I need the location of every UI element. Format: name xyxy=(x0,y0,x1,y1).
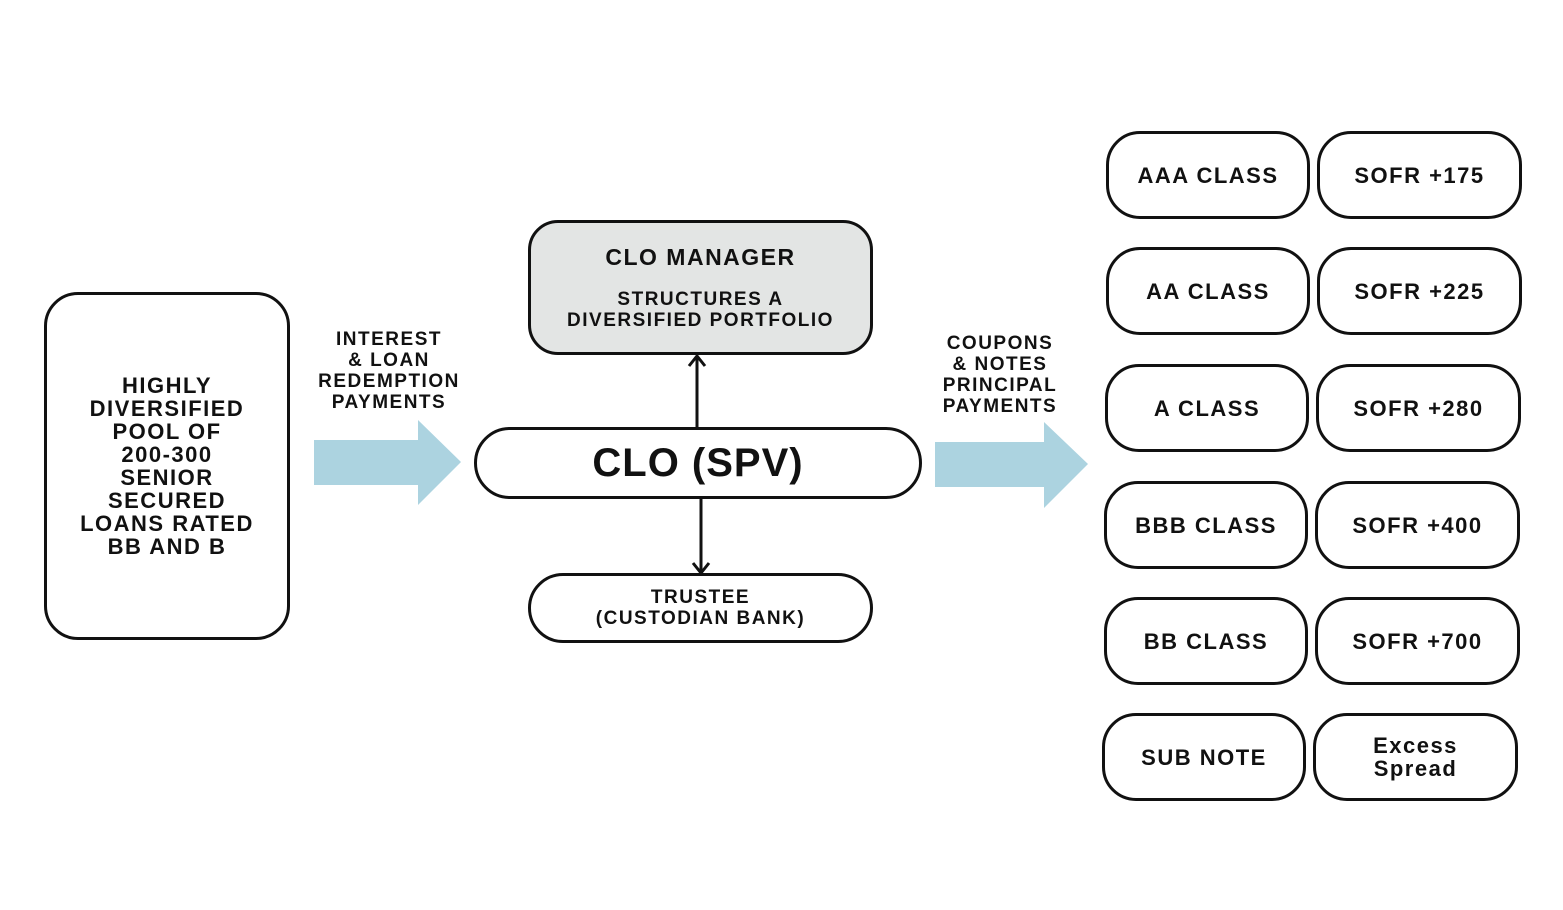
pool-line: DIVERSIFIED xyxy=(89,396,245,421)
inflow-arrow xyxy=(314,420,461,505)
outflow-label: COUPONS & NOTES PRINCIPAL PAYMENTS xyxy=(942,333,1058,417)
tranche-spread-box: Excess Spread xyxy=(1313,713,1518,801)
tranche-spread-box: SOFR +175 xyxy=(1317,131,1522,219)
pool-line: BB AND B xyxy=(107,534,227,559)
trustee-box: TRUSTEE (CUSTODIAN BANK) xyxy=(528,573,873,643)
clo-spv-box: CLO (SPV) xyxy=(474,427,922,499)
tranche-class-box: AA CLASS xyxy=(1106,247,1310,335)
pool-line: POOL OF xyxy=(112,419,222,444)
tranche-spread-box: SOFR +400 xyxy=(1315,481,1520,569)
inflow-label: INTEREST & LOAN REDEMPTION PAYMENTS xyxy=(318,329,460,413)
tranche-class-box: BB CLASS xyxy=(1104,597,1308,685)
tranche-spread-box: SOFR +280 xyxy=(1316,364,1521,452)
manager-arrowhead xyxy=(687,353,707,367)
tranche-class-box: A CLASS xyxy=(1105,364,1309,452)
pool-line: SECURED xyxy=(107,488,227,513)
loan-pool-box: HIGHLY DIVERSIFIED POOL OF 200-300 SENIO… xyxy=(44,292,290,640)
pool-line: LOANS RATED xyxy=(80,511,254,536)
tranche-class-box: SUB NOTE xyxy=(1102,713,1306,801)
outflow-arrow xyxy=(935,422,1088,508)
pool-line: 200-300 xyxy=(121,442,213,467)
tranche-spread-box: SOFR +700 xyxy=(1315,597,1520,685)
pool-line: SENIOR xyxy=(120,465,214,490)
manager-title: CLO MANAGER xyxy=(605,244,796,270)
clo-manager-box: CLO MANAGER STRUCTURES A DIVERSIFIED POR… xyxy=(528,220,873,355)
tranche-class-box: BBB CLASS xyxy=(1104,481,1308,569)
spv-label: CLO (SPV) xyxy=(592,440,804,485)
manager-subtitle: STRUCTURES A DIVERSIFIED PORTFOLIO xyxy=(567,289,834,331)
tranche-class-box: AAA CLASS xyxy=(1106,131,1310,219)
pool-line: HIGHLY xyxy=(121,373,213,398)
tranche-spread-box: SOFR +225 xyxy=(1317,247,1522,335)
